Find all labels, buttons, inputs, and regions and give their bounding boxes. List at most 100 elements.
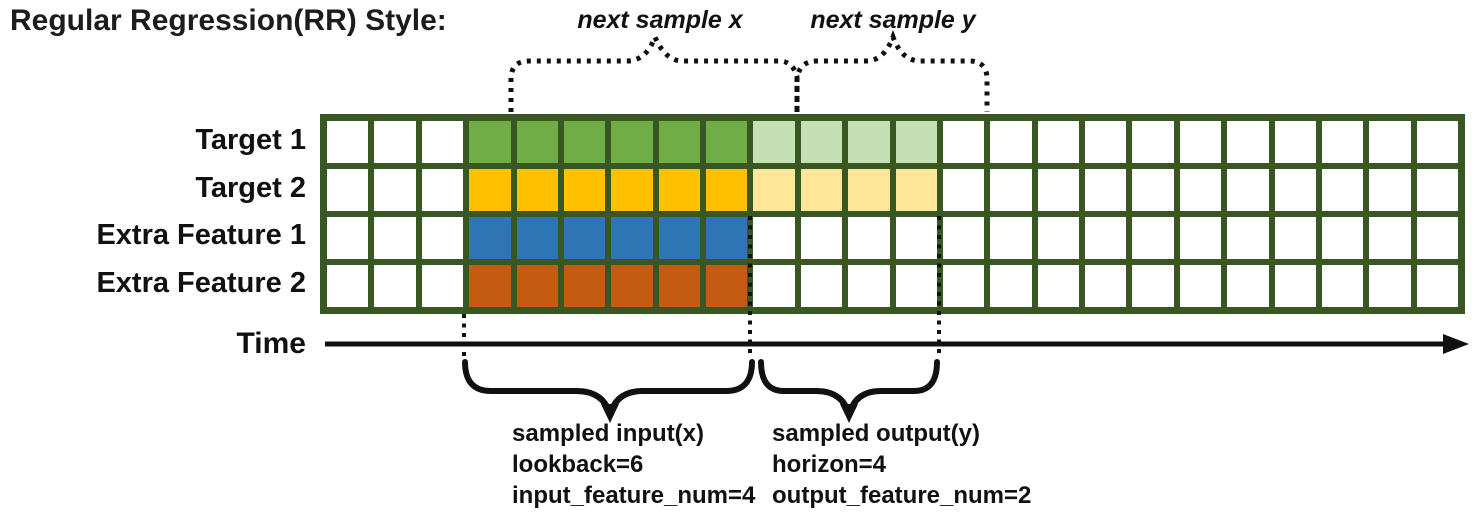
- grid-cell: [990, 217, 1032, 259]
- grid-cell: [753, 217, 795, 259]
- grid-cell: [848, 169, 890, 211]
- row-label-extra-feature-2: Extra Feature 2: [96, 267, 306, 299]
- grid-cell: [800, 217, 843, 259]
- grid-cell: [1227, 121, 1269, 163]
- grid-cell: [374, 265, 416, 307]
- sample-grid: [320, 114, 1465, 314]
- grid-cell: [1132, 121, 1174, 163]
- grid-cell: [374, 217, 416, 259]
- grid-cell: [706, 265, 748, 307]
- grid-cell: [990, 265, 1032, 307]
- grid-cell: [611, 169, 653, 211]
- grid-cell: [563, 217, 606, 259]
- grid-cell: [1085, 121, 1127, 163]
- grid-cell: [563, 169, 606, 211]
- grid-cell: [1274, 121, 1316, 163]
- grid-cell: [611, 265, 653, 307]
- grid-cell: [327, 121, 369, 163]
- grid-cell: [942, 121, 985, 163]
- grid-cell: [942, 265, 985, 307]
- grid-cell: [469, 121, 511, 163]
- grid-cell: [374, 121, 416, 163]
- grid-cell: [1274, 217, 1316, 259]
- sampled-output-annotation: sampled output(y) horizon=4 output_featu…: [772, 418, 1031, 511]
- grid-cell: [658, 169, 700, 211]
- grid-cell: [1369, 217, 1411, 259]
- grid-cell: [942, 217, 985, 259]
- grid-cell: [516, 217, 558, 259]
- grid-cell: [1132, 169, 1174, 211]
- grid-cell: [706, 169, 748, 211]
- grid-cell: [421, 121, 464, 163]
- grid-cell: [848, 265, 890, 307]
- grid-cell: [1416, 265, 1458, 307]
- grid-cell: [516, 169, 558, 211]
- grid-cell: [848, 121, 890, 163]
- grid-cell: [611, 121, 653, 163]
- grid-cell: [848, 217, 890, 259]
- sampled-input-line: sampled input(x): [512, 420, 705, 447]
- row-label-extra-feature-1: Extra Feature 1: [96, 219, 306, 251]
- lookback-line: lookback=6: [512, 451, 644, 478]
- grid-cell: [516, 121, 558, 163]
- grid-cell: [1037, 217, 1079, 259]
- grid-cell: [1179, 217, 1222, 259]
- diagram-title: Regular Regression(RR) Style:: [10, 4, 447, 37]
- time-axis-label: Time: [236, 327, 306, 360]
- grid-cell: [1321, 265, 1364, 307]
- grid-cell: [1037, 265, 1079, 307]
- grid-cell: [753, 169, 795, 211]
- grid-cell: [753, 121, 795, 163]
- next-sample-x-label: next sample x: [577, 6, 743, 34]
- grid-cell: [1321, 169, 1364, 211]
- grid-cell: [658, 217, 700, 259]
- grid-cell: [990, 121, 1032, 163]
- grid-cell: [327, 169, 369, 211]
- grid-cell: [1179, 121, 1222, 163]
- grid-cell: [1369, 169, 1411, 211]
- grid-cell: [611, 217, 653, 259]
- grid-cell: [421, 217, 464, 259]
- grid-cell: [469, 217, 511, 259]
- next-sample-y-label: next sample y: [810, 6, 976, 34]
- sampled-input-annotation: sampled input(x) lookback=6 input_featur…: [512, 418, 755, 511]
- grid-cell: [421, 265, 464, 307]
- grid-cell: [1037, 169, 1079, 211]
- next-sample-y-brace: [794, 29, 990, 112]
- grid-cell: [1416, 169, 1458, 211]
- sampled-output-brace: [758, 359, 940, 423]
- grid-cell: [374, 169, 416, 211]
- grid-cell: [327, 217, 369, 259]
- grid-cell: [1321, 217, 1364, 259]
- grid-cell: [327, 265, 369, 307]
- horizon-line: horizon=4: [772, 451, 887, 478]
- grid-cell: [658, 265, 700, 307]
- grid-cell: [1227, 265, 1269, 307]
- sampled-output-line: sampled output(y): [772, 420, 980, 447]
- grid-cell: [469, 169, 511, 211]
- grid-cell: [895, 265, 937, 307]
- grid-cell: [469, 265, 511, 307]
- input-feature-num-line: input_feature_num=4: [512, 482, 756, 509]
- grid-cell: [1227, 217, 1269, 259]
- grid-cell: [706, 217, 748, 259]
- grid-cell: [753, 265, 795, 307]
- grid-cell: [1085, 265, 1127, 307]
- row-label-target-2: Target 2: [195, 172, 306, 204]
- grid-cell: [1179, 169, 1222, 211]
- grid-cell: [895, 169, 937, 211]
- grid-cell: [800, 169, 843, 211]
- output-feature-num-line: output_feature_num=2: [772, 482, 1032, 509]
- grid-cell: [421, 169, 464, 211]
- grid-cell: [1274, 169, 1316, 211]
- grid-cell: [1132, 217, 1174, 259]
- grid-cell: [1369, 265, 1411, 307]
- grid-cell: [563, 265, 606, 307]
- sampled-input-brace: [462, 359, 755, 423]
- grid-cell: [1416, 121, 1458, 163]
- grid-cell: [563, 121, 606, 163]
- grid-cell: [800, 121, 843, 163]
- grid-cell: [1085, 169, 1127, 211]
- grid-cell: [800, 265, 843, 307]
- grid-cell: [1179, 265, 1222, 307]
